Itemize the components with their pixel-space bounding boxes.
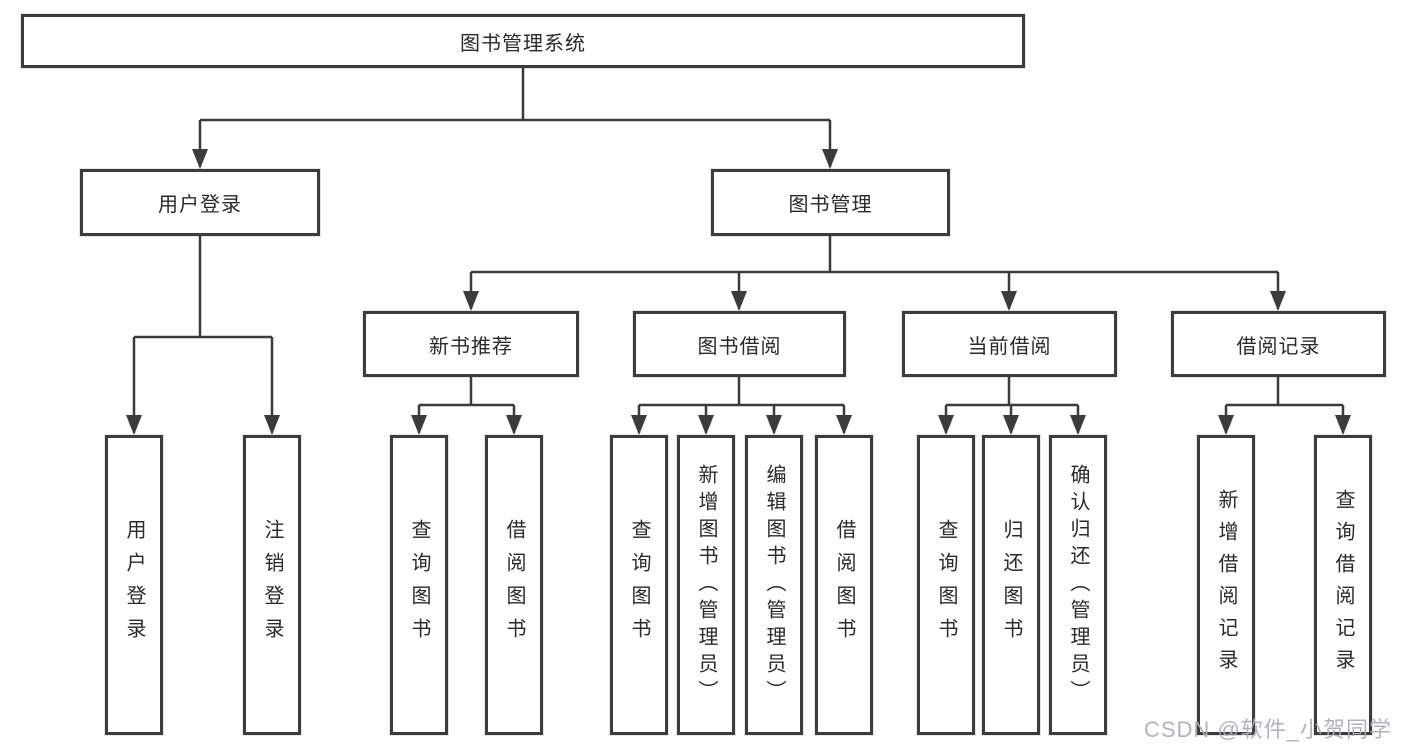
- node-book-borrow-label: 图书借阅: [697, 335, 782, 358]
- leaf-query-borrow-record: 查询借阅记录: [1314, 435, 1372, 735]
- arrow-down-icon: [506, 415, 522, 435]
- node-book-management-label: 图书管理: [788, 194, 873, 216]
- connector-strokes: [132, 68, 1345, 433]
- leaf-logout: 注销登录: [243, 435, 301, 735]
- node-root: 图书管理系统: [21, 14, 1025, 68]
- node-borrow-records-label: 借阅记录: [1236, 335, 1321, 358]
- leaf-edit-books-admin: 编辑图书（管理员）: [745, 435, 803, 735]
- leaf-confirm-return-admin: 确认归还（管理员）: [1049, 435, 1107, 735]
- connector-user-login: [132, 236, 274, 433]
- node-current-borrow-label: 当前借阅: [967, 335, 1052, 358]
- arrow-down-icon: [1003, 415, 1019, 435]
- leaf-user-login-label: 用户登录: [123, 519, 145, 651]
- node-borrow-records: 借阅记录: [1171, 311, 1386, 377]
- leaf-return-books-label: 归还图书: [1000, 519, 1022, 651]
- leaf-edit-books-admin-label: 编辑图书（管理员）: [763, 463, 785, 707]
- arrow-down-icon: [1218, 415, 1234, 435]
- connector-root: [198, 68, 832, 167]
- arrowhead-icons: [126, 149, 1351, 435]
- arrow-down-icon: [1270, 291, 1286, 311]
- leaf-borrow-books-recommend: 借阅图书: [485, 435, 543, 735]
- arrow-down-icon: [698, 415, 714, 435]
- leaf-logout-label: 注销登录: [261, 519, 283, 651]
- node-new-book-recommend: 新书推荐: [363, 311, 579, 377]
- leaf-query-borrow-record-label: 查询借阅记录: [1332, 489, 1354, 681]
- connector-borrow-records: [1224, 377, 1345, 433]
- leaf-add-borrow-record: 新增借阅记录: [1197, 435, 1255, 735]
- leaf-query-books-borrow-label: 查询图书: [628, 519, 650, 651]
- arrow-down-icon: [192, 149, 208, 169]
- node-book-borrow: 图书借阅: [633, 311, 846, 377]
- arrow-down-icon: [264, 415, 280, 435]
- arrow-down-icon: [731, 291, 747, 311]
- leaf-borrow-books-label: 借阅图书: [833, 519, 855, 651]
- arrow-down-icon: [836, 415, 852, 435]
- node-user-login: 用户登录: [80, 169, 320, 236]
- leaf-query-books-recommend: 查询图书: [390, 435, 448, 735]
- arrow-down-icon: [631, 415, 647, 435]
- node-new-book-recommend-label: 新书推荐: [429, 335, 513, 358]
- node-user-login-label: 用户登录: [158, 194, 242, 216]
- connector-book-borrow: [637, 377, 846, 433]
- csdn-watermark: CSDN @软件_小贺同学: [1143, 717, 1392, 742]
- arrow-down-icon: [938, 415, 954, 435]
- connector-new-book-recommend: [417, 377, 516, 433]
- leaf-add-books-admin-label: 新增图书（管理员）: [695, 463, 717, 707]
- leaf-add-borrow-record-label: 新增借阅记录: [1215, 489, 1237, 681]
- arrow-down-icon: [1070, 415, 1086, 435]
- arrow-down-icon: [463, 291, 479, 311]
- leaf-confirm-return-admin-label: 确认归还（管理员）: [1067, 463, 1089, 707]
- connector-book-management: [469, 236, 1280, 309]
- arrow-down-icon: [822, 149, 838, 169]
- leaf-query-books-recommend-label: 查询图书: [408, 519, 430, 651]
- arrow-down-icon: [766, 415, 782, 435]
- arrow-down-icon: [126, 415, 142, 435]
- leaf-query-books-current-label: 查询图书: [935, 519, 957, 651]
- leaf-borrow-books: 借阅图书: [815, 435, 873, 735]
- leaf-return-books: 归还图书: [982, 435, 1040, 735]
- leaf-borrow-books-recommend-label: 借阅图书: [503, 519, 525, 651]
- arrow-down-icon: [1335, 415, 1351, 435]
- leaf-query-books-borrow: 查询图书: [610, 435, 668, 735]
- leaf-query-books-current: 查询图书: [917, 435, 975, 735]
- arrow-down-icon: [411, 415, 427, 435]
- leaf-add-books-admin: 新增图书（管理员）: [677, 435, 735, 735]
- node-book-management: 图书管理: [711, 169, 950, 236]
- node-current-borrow: 当前借阅: [902, 311, 1117, 377]
- arrow-down-icon: [1001, 291, 1017, 311]
- leaf-user-login: 用户登录: [105, 435, 163, 735]
- node-root-label: 图书管理系统: [460, 32, 586, 55]
